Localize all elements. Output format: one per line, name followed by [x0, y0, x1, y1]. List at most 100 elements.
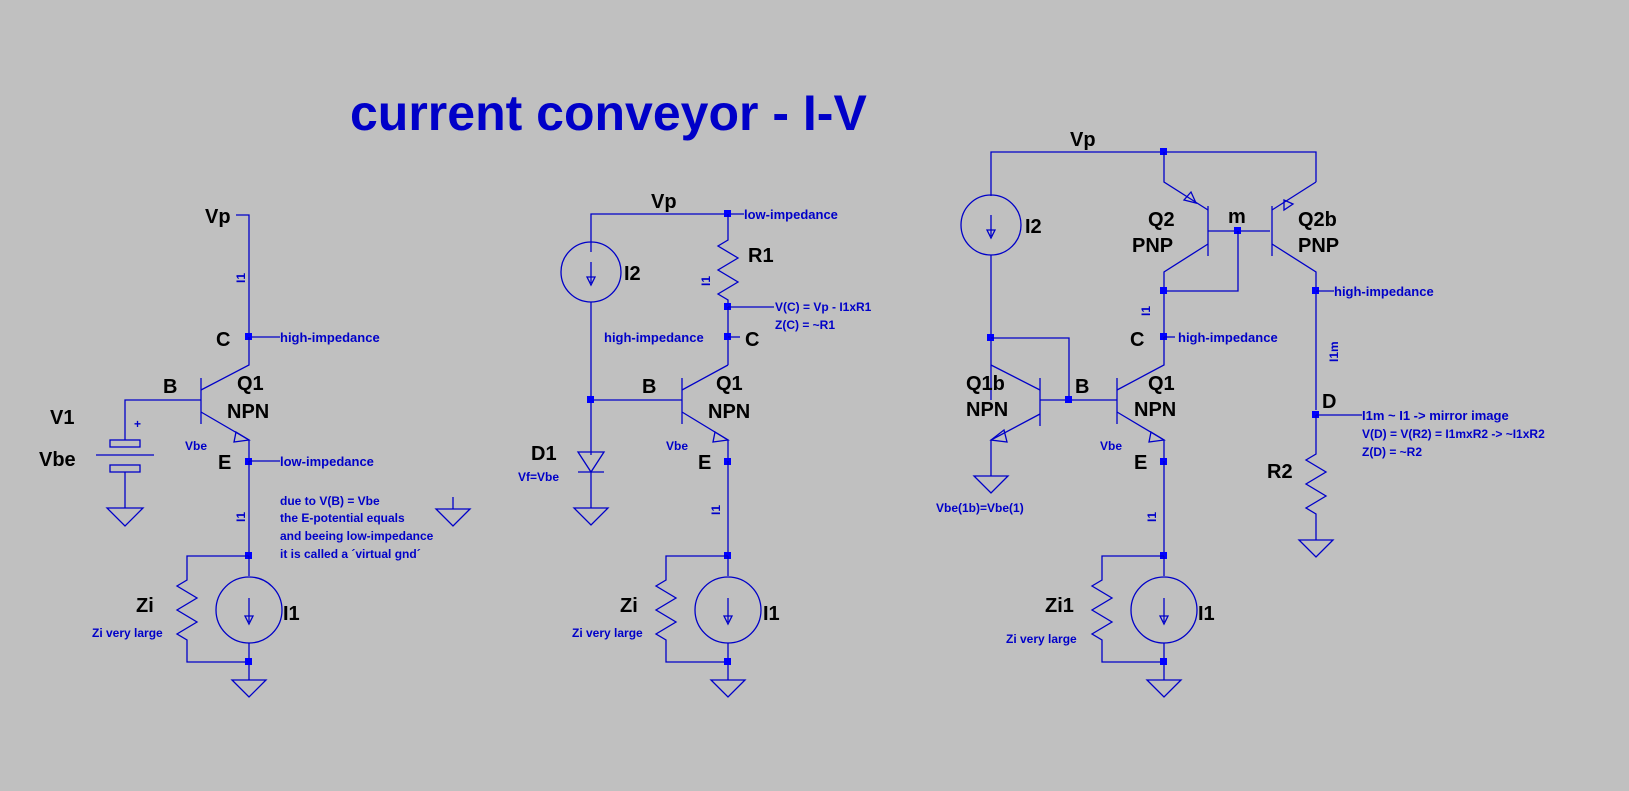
c1-v1-plate-1: [109, 439, 141, 448]
c2-vc-note: V(C) = Vp - I1xR1: [775, 300, 872, 314]
c3-node-c: [1160, 333, 1167, 340]
c2-i1-src-arrow-head: [722, 615, 734, 626]
c3-d-note-3: Z(D) = ~R2: [1362, 445, 1422, 459]
c3-q1b-emitter-arrow: [989, 428, 1008, 443]
c3-zi1-label: Zi1: [1045, 595, 1074, 617]
c2-zc-note: Z(C) = ~R1: [775, 318, 835, 332]
c3-q2-collector: [1163, 243, 1209, 337]
c3-vbe1b-label: Vbe(1b)=Vbe(1): [936, 501, 1024, 515]
c3-d-note-1: I1m ~ I1 -> mirror image: [1362, 408, 1509, 423]
c3-b-label: B: [1075, 376, 1089, 398]
c2-q1-emitter-arrow: [712, 430, 730, 443]
c1-node-bottom: [245, 658, 252, 665]
c2-q1-type: NPN: [708, 401, 750, 423]
c3-q1b-ground-icon: [972, 475, 1010, 494]
c1-vp-label: Vp: [205, 206, 231, 228]
c3-node-q2-collector: [1160, 287, 1167, 294]
c2-hi-note: high-impedance: [604, 330, 704, 345]
c1-i1-top-label: I1: [234, 273, 248, 283]
c1-i1-src-label: I1: [283, 603, 300, 625]
c1-e-note: low-impedance: [280, 454, 374, 469]
c2-vp-wire: [590, 213, 744, 252]
c3-node-vp: [1160, 148, 1167, 155]
c3-i1m-label: I1m: [1327, 341, 1341, 362]
c1-note-3: and beeing low-impedance: [280, 529, 434, 543]
c1-zi-wire: [175, 555, 249, 663]
c3-vp-rail: [990, 151, 1317, 196]
c2-vp-label: Vp: [651, 191, 677, 213]
c2-zi-note: Zi very large: [572, 626, 643, 640]
c1-note-2: the E-potential equals: [280, 511, 405, 525]
c1-note-ground-icon: [434, 508, 472, 527]
c3-q1b-emitter: [990, 413, 1041, 476]
c3-i2-arrow-head: [985, 229, 997, 240]
c3-d-label: D: [1322, 391, 1336, 413]
c3-q1b-diode-wire: [991, 337, 1070, 400]
c3-q1-label: Q1: [1148, 373, 1175, 395]
c2-i1-src-label: I1: [763, 603, 780, 625]
c3-q2-label: Q2: [1148, 209, 1175, 231]
c2-r1: [716, 214, 740, 306]
c3-node-bottom: [1160, 658, 1167, 665]
c3-r2-label: R2: [1267, 461, 1293, 483]
c3-q1-type: NPN: [1134, 399, 1176, 421]
c2-node-bottom: [724, 658, 731, 665]
c3-vbe-small: Vbe: [1100, 439, 1122, 453]
c3-q2b-type: PNP: [1298, 235, 1339, 257]
c2-r1-label: R1: [748, 245, 774, 267]
c3-hi-right-note: high-impedance: [1334, 284, 1434, 299]
c2-node-base: [587, 396, 594, 403]
c2-i2-label: I2: [624, 263, 641, 285]
c3-m-label: m: [1228, 206, 1246, 228]
schematic-title: current conveyor - I-V: [350, 85, 867, 141]
c1-note-4: it is called a ´virtual gnd´: [280, 547, 421, 561]
c2-e-label: E: [698, 452, 711, 474]
circuit-2: Vp low-impedance I2 R1 I1 V(C) = Vp - I1…: [518, 191, 872, 698]
c3-node-hi-right: [1312, 287, 1319, 294]
c3-i1-src-arrow-head: [1158, 615, 1170, 626]
c1-q1-label: Q1: [237, 373, 264, 395]
c1-c-note: high-impedance: [280, 330, 380, 345]
c1-q1-collector: [200, 337, 250, 391]
c3-i1-bottom-label: I1: [1145, 512, 1159, 522]
c1-base-wire: [124, 399, 201, 410]
c2-zi-wire: [654, 555, 728, 663]
c2-node-c: [724, 333, 731, 340]
c3-c-note: high-impedance: [1178, 330, 1278, 345]
c1-node-c: [245, 333, 252, 340]
c3-q1b-collector: [990, 364, 1041, 391]
c3-node-base: [1065, 396, 1072, 403]
c3-q2b-emitter: [1271, 181, 1317, 211]
c1-vp-wire: [236, 214, 280, 338]
c2-i1-top-label: I1: [699, 276, 713, 286]
c2-i1-bottom-label: I1: [709, 505, 723, 515]
c1-zi-note: Zi very large: [92, 626, 163, 640]
c3-c-label: C: [1130, 329, 1144, 351]
circuit-3: Vp I2 Q2 PNP m Q2b PNP high-impedance I1…: [936, 129, 1545, 698]
c3-m-diode-wire: [1164, 231, 1239, 292]
c3-i1-src-label: I1: [1198, 603, 1215, 625]
c3-r2-ground-icon: [1297, 539, 1335, 558]
c1-v1-plus: +: [134, 417, 141, 431]
c1-zi-label: Zi: [136, 595, 154, 617]
c2-d1-label: D1: [531, 443, 557, 465]
c1-q1-emitter-arrow: [233, 430, 251, 443]
c3-q1b-label: Q1b: [966, 373, 1005, 395]
c1-i1-bottom-label: I1: [234, 512, 248, 522]
c2-node-vp: [724, 210, 731, 217]
c3-e-label: E: [1134, 452, 1147, 474]
c1-v1-plate-3: [109, 464, 141, 473]
c2-zi-label: Zi: [620, 595, 638, 617]
c3-node-d: [1312, 411, 1319, 418]
c3-zi-note: Zi very large: [1006, 632, 1077, 646]
c3-i2-label: I2: [1025, 216, 1042, 238]
c3-i1-top-label: I1: [1139, 306, 1153, 316]
c1-vbe-small: Vbe: [185, 439, 207, 453]
c3-zi-wire: [1090, 555, 1164, 663]
c2-q1-collector: [681, 364, 729, 391]
c1-e-label: E: [218, 452, 231, 474]
c3-d-note-2: V(D) = V(R2) = I1mxR2 -> ~I1xR2: [1362, 427, 1545, 441]
c2-vp-note: low-impedance: [744, 207, 838, 222]
c2-c-label: C: [745, 329, 759, 351]
